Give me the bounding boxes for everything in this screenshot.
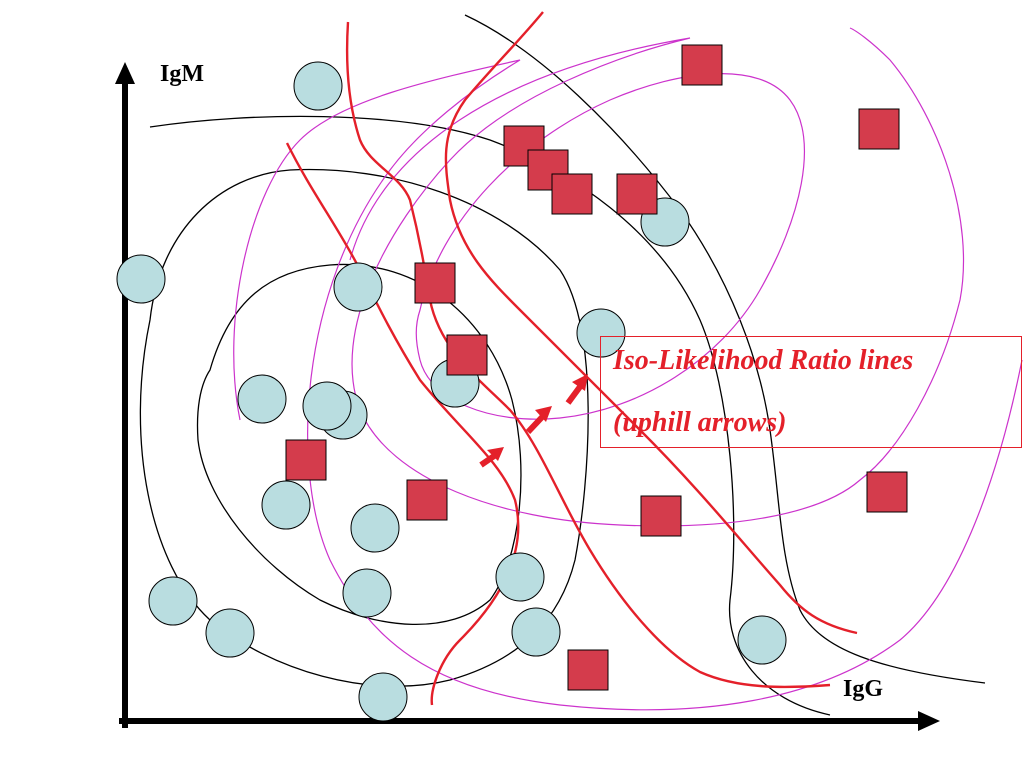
- legend-box: Iso-Likelihood Ratio lines (uphill arrow…: [600, 336, 1022, 448]
- black-contour-outer-1: [149, 115, 831, 716]
- black-contour-outer-2: [464, 14, 986, 684]
- square-marker: [616, 173, 658, 215]
- circle-marker: [205, 608, 255, 658]
- x-axis-label: IgG: [843, 676, 884, 702]
- square-marker: [285, 439, 327, 481]
- circle-markers: [116, 61, 787, 722]
- legend-title: Iso-Likelihood Ratio lines: [613, 345, 914, 376]
- y-axis-label: IgM: [160, 61, 204, 87]
- square-marker: [414, 262, 456, 304]
- circle-marker: [237, 374, 287, 424]
- circle-marker: [302, 381, 352, 431]
- x-axis-arrowhead: [918, 711, 940, 731]
- uphill-arrow-3: [565, 374, 588, 405]
- circle-marker: [358, 672, 408, 722]
- iso-line-3: [444, 11, 858, 635]
- circle-marker: [333, 262, 383, 312]
- square-marker: [858, 108, 900, 150]
- iso-line-2: [345, 21, 831, 689]
- uphill-arrows: [479, 374, 588, 468]
- circle-marker: [342, 568, 392, 618]
- circle-marker: [495, 552, 545, 602]
- circle-marker: [576, 308, 626, 358]
- uphill-arrow-2: [525, 406, 552, 435]
- square-marker: [681, 44, 723, 86]
- circle-marker: [511, 607, 561, 657]
- legend-subtitle: (uphill arrows): [613, 407, 787, 438]
- circle-marker: [737, 615, 787, 665]
- black-contour-middle: [139, 168, 589, 687]
- square-marker: [446, 334, 488, 376]
- square-marker: [567, 649, 609, 691]
- square-marker: [866, 471, 908, 513]
- square-markers: [285, 44, 908, 691]
- uphill-arrow-1: [479, 447, 504, 468]
- square-marker: [551, 173, 593, 215]
- iso-line-1: [285, 142, 520, 706]
- y-axis-arrowhead: [115, 62, 135, 84]
- circle-marker: [261, 480, 311, 530]
- axes: [115, 62, 940, 731]
- circle-marker: [350, 503, 400, 553]
- iso-likelihood-lines: [285, 11, 858, 706]
- square-marker: [640, 495, 682, 537]
- circle-marker: [293, 61, 343, 111]
- circle-marker: [116, 254, 166, 304]
- magenta-contour-middle: [349, 27, 965, 527]
- circle-marker: [148, 576, 198, 626]
- square-marker: [406, 479, 448, 521]
